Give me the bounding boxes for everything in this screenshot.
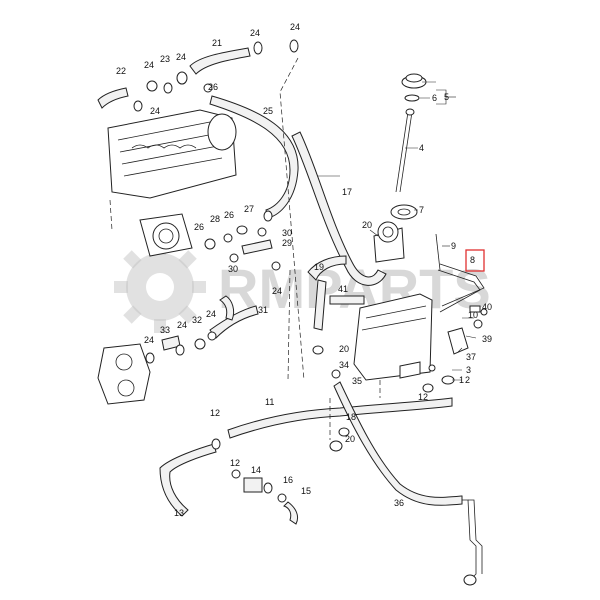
- callout-32: 32: [192, 315, 202, 325]
- callout-20-a: 20: [339, 344, 349, 354]
- callout-10: 10: [468, 310, 478, 320]
- gear-logo-icon: [114, 241, 206, 333]
- callout-24-h: 24: [206, 309, 216, 319]
- callout-20-c: 20: [345, 434, 355, 444]
- callout-24-i: 24: [272, 286, 282, 296]
- callout-12-a: 12: [210, 408, 220, 418]
- callout-24-e: 24: [150, 106, 160, 116]
- callout-1: 1: [459, 375, 464, 385]
- callout-3: 3: [466, 365, 471, 375]
- callout-28: 28: [210, 214, 220, 224]
- callout-31: 31: [258, 305, 268, 315]
- callout-26-c: 26: [224, 210, 234, 220]
- intake-manifold: [107, 109, 237, 231]
- callout-37: 37: [466, 352, 476, 362]
- tank-strap: [428, 233, 488, 385]
- callout-12-c: 12: [418, 392, 428, 402]
- callout-9: 9: [451, 241, 456, 251]
- callout-24-f: 24: [144, 335, 154, 345]
- callout-24-a: 24: [144, 60, 154, 70]
- callout-24-b: 24: [176, 52, 186, 62]
- throttle-body: [139, 213, 193, 257]
- callout-26-b: 26: [194, 222, 204, 232]
- callout-17: 17: [342, 187, 352, 197]
- callout-26-a: 26: [208, 82, 218, 92]
- callout-24-g: 24: [177, 320, 187, 330]
- callout-22: 22: [116, 66, 126, 76]
- callout-41: 41: [338, 284, 348, 294]
- callout-14: 14: [251, 465, 261, 475]
- water-housing: [97, 343, 151, 405]
- callout-labels: 1 2 3 4 5 6 7 8 9 10 11 12 12 12 13 14 1…: [116, 22, 492, 518]
- callout-30-b: 30: [228, 264, 238, 274]
- callout-23: 23: [160, 54, 170, 64]
- callout-36: 36: [394, 498, 404, 508]
- callout-5: 5: [444, 92, 449, 102]
- callout-11: 11: [265, 397, 274, 407]
- hoses: [97, 47, 483, 586]
- callout-2: 2: [465, 375, 470, 385]
- callout-8: 8: [470, 255, 475, 265]
- callout-40: 40: [482, 302, 492, 312]
- callout-33: 33: [160, 325, 170, 335]
- callout-12-b: 12: [230, 458, 240, 468]
- callout-24-d: 24: [290, 22, 300, 32]
- callout-29: 29: [282, 238, 292, 248]
- callout-16: 16: [283, 475, 293, 485]
- callout-4: 4: [419, 143, 424, 153]
- callout-19: 19: [314, 262, 324, 272]
- callout-35: 35: [352, 376, 362, 386]
- callout-6: 6: [432, 93, 437, 103]
- watermark: RMPARTS: [114, 241, 491, 333]
- callout-39: 39: [482, 334, 492, 344]
- callout-30-a: 30: [282, 228, 292, 238]
- leader-lines: [318, 81, 477, 381]
- reference-lines: [279, 57, 331, 440]
- callout-24-c: 24: [250, 28, 260, 38]
- callout-7: 7: [419, 205, 424, 215]
- expansion-tank: [353, 204, 433, 398]
- callout-20-b: 20: [362, 220, 372, 230]
- part-8-highlight: [465, 249, 485, 272]
- callout-18: 18: [346, 412, 356, 422]
- callout-15: 15: [301, 486, 311, 496]
- callout-25: 25: [263, 106, 273, 116]
- clamps: [133, 39, 434, 503]
- callout-13: 13: [174, 508, 184, 518]
- filler-cap-assembly: [395, 73, 427, 193]
- callout-27: 27: [244, 204, 254, 214]
- callout-34: 34: [339, 360, 349, 370]
- callout-21: 21: [212, 38, 222, 48]
